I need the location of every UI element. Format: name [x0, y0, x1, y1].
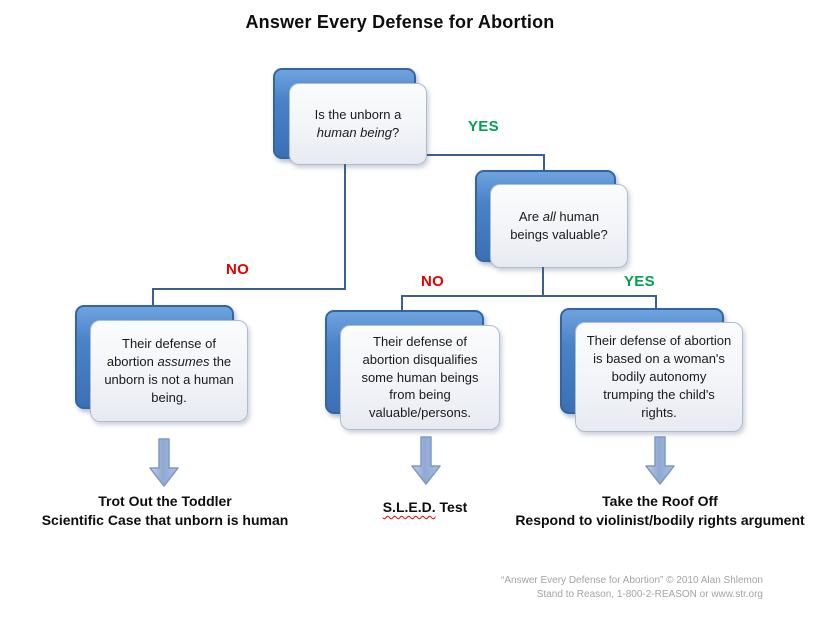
tactic-right: Take the Roof Off Respond to violinist/b…	[495, 492, 825, 530]
branch-label-no2: NO	[421, 273, 445, 290]
connector-q2-yes-drop	[655, 295, 657, 310]
footer-line2: Stand to Reason, 1-800-2-REASON or www.s…	[536, 589, 763, 600]
tactic-middle: S.L.E.D. Test	[350, 498, 500, 517]
tactic-left: Trot Out the Toddler Scientific Case tha…	[30, 492, 300, 530]
tactic-right-line2: Respond to violinist/bodily rights argum…	[515, 512, 805, 528]
branch-label-no1: NO	[226, 261, 250, 278]
tactic-right-line1: Take the Roof Off	[602, 493, 718, 509]
connector-q1-yes-vertical	[543, 154, 545, 174]
answer-left-box: Their defense of abortion assumes the un…	[90, 320, 248, 422]
question2-box: Are all human beings valuable?	[490, 184, 628, 268]
tactic-left-line1: Trot Out the Toddler	[98, 493, 232, 509]
branch-label-yes1: YES	[468, 118, 499, 135]
connector-q2-no-drop	[401, 295, 403, 312]
connector-q1-no-drop	[152, 288, 154, 307]
connector-q2-down	[542, 267, 544, 297]
tactic-middle-underlined: S.L.E.D.	[382, 499, 436, 515]
answer-middle-text: Their defense of abortion disqualifies s…	[361, 333, 479, 421]
tactic-middle-rest: Test	[435, 499, 468, 515]
footer-line1: “Answer Every Defense for Abortion” © 20…	[501, 575, 763, 586]
page-title: Answer Every Defense for Abortion	[245, 12, 555, 32]
question1-box: Is the unborn a human being?	[289, 83, 427, 165]
connector-q1-no-horizontal	[152, 288, 346, 290]
question1-text: Is the unborn a human being?	[314, 107, 402, 140]
answer-middle-box: Their defense of abortion disqualifies s…	[340, 325, 500, 430]
connector-q1-no-vertical	[344, 164, 346, 290]
down-arrow-icon	[411, 436, 441, 485]
connector-q1-yes-horizontal	[427, 154, 545, 156]
connector-q2-branch-horizontal	[401, 295, 657, 297]
answer-right-text: Their defense of abortion is based on a …	[586, 333, 732, 420]
down-arrow-icon	[149, 438, 179, 487]
question2-text: Are all human beings valuable?	[510, 209, 608, 242]
branch-label-yes2: YES	[624, 273, 655, 290]
down-arrow-icon	[645, 436, 675, 485]
footer-credit: “Answer Every Defense for Abortion” © 20…	[400, 574, 763, 602]
answer-right-box: Their defense of abortion is based on a …	[575, 322, 743, 432]
answer-left-text: Their defense of abortion assumes the un…	[104, 336, 234, 405]
tactic-left-line2: Scientific Case that unborn is human	[41, 512, 289, 528]
